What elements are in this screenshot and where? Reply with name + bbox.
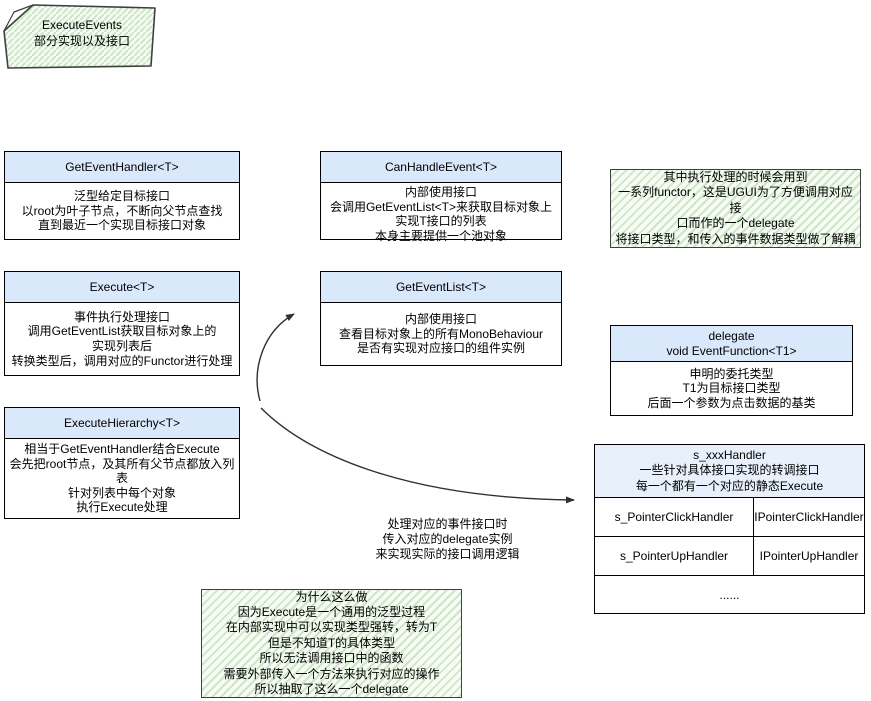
class-box-geteventlist: GetEventList<T> 内部使用接口 查看目标对象上的所有MonoBeh… [320,271,562,366]
class-box-geteventhandler: GetEventHandler<T> 泛型给定目标接口 以root为叶子节点，不… [4,151,240,240]
class-box-execute: Execute<T> 事件执行处理接口 调用GetEventList获取目标对象… [4,271,240,376]
table-cell-field: s_PointerClickHandler [595,498,754,536]
note-functor: 其中执行处理的时候会用到 一系列functor，这是UGUI为了方便调用对应接 … [610,169,861,248]
table-cell-field: s_PointerUpHandler [595,537,754,575]
table-cell-interface: IPointerUpHandler [759,549,859,563]
class-box-canhandleevent: CanHandleEvent<T> 内部使用接口 会调用GetEventList… [320,151,562,243]
class-box-body: 申明的委托类型 T1为目标接口类型 后面一个参数为点击数据的基类 [647,366,816,410]
table-row: s_PointerClickHandler IPointerClickHandl… [595,498,864,537]
sticky-note-title: ExecuteEvents 部分实现以及接口 [2,2,162,72]
class-box-executehierarchy: ExecuteHierarchy<T> 相当于GetEventHandler结合… [4,407,240,519]
class-box-title: delegate void EventFunction<T1> [611,326,852,362]
class-box-title: ExecuteHierarchy<T> [5,408,239,439]
table-row: s_PointerUpHandler IPointerUpHandler [595,537,864,576]
class-box-body: 泛型给定目标接口 以root为叶子节点，不断向父节点查找 直到最近一个实现目标接… [21,189,223,233]
class-box-title: GetEventHandler<T> [5,152,239,183]
curved-arrow-to-handler-table [260,407,575,504]
class-box-title: Execute<T> [5,272,239,303]
sticky-note-text: ExecuteEvents 部分实现以及接口 [33,18,130,48]
note-why-delegate: 为什么这么做 因为Execute是一个通用的泛型过程 在内部实现中可以实现类型强… [201,589,462,698]
table-cell-interface: IPointerClickHandler [754,510,864,524]
sticky-note-shape [3,4,156,69]
class-box-title: CanHandleEvent<T> [321,152,561,183]
class-box-body: 内部使用接口 会调用GetEventList<T>来获取目标对象上 实现T接口的… [329,185,553,243]
class-box-title: GetEventList<T> [321,272,561,303]
handler-table: s_xxxHandler 一些针对具体接口实现的转调接口 每一个都有一个对应的静… [594,444,865,614]
class-box-body: 内部使用接口 查看目标对象上的所有MonoBehaviour 是否有实现对应接口… [338,312,544,356]
class-box-eventfunction-delegate: delegate void EventFunction<T1> 申明的委托类型 … [610,325,853,416]
table-row-more: ...... [719,587,740,602]
arrow-label: 处理对应的事件接口时 传入对应的delegate实例 来实现实际的接口调用逻辑 [375,517,520,561]
class-box-body: 事件执行处理接口 调用GetEventList获取目标对象上的 实现列表后 转换… [11,309,233,368]
handler-table-header: s_xxxHandler 一些针对具体接口实现的转调接口 每一个都有一个对应的静… [595,445,864,498]
class-box-body: 相当于GetEventHandler结合Execute 会先把root节点，及其… [9,441,235,515]
curved-arrow-to-geteventlist [256,313,295,402]
